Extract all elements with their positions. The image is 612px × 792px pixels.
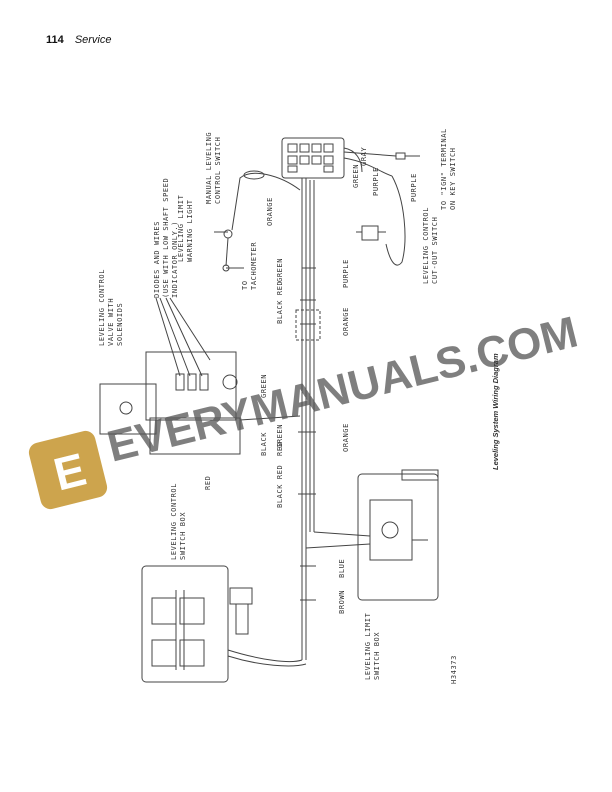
wire-label-purple: PURPLE	[342, 259, 350, 288]
section-title: Service	[74, 34, 112, 46]
leveling-limit-switch-box	[305, 469, 439, 601]
wire-label-green: GREEN	[352, 164, 360, 188]
figure-caption: Leveling System Wiring Diagram	[491, 353, 500, 470]
wire-label-red: RED	[276, 442, 284, 456]
wire-label-black-red: BLACK RED	[276, 465, 284, 508]
wire-color-labels: GRAY GREEN PURPLE PURPLE ORANGE GREEN PU…	[204, 147, 418, 614]
cutout-switch	[356, 225, 386, 241]
wire-label-orange: ORANGE	[266, 197, 274, 226]
svg-text:TO TACHOMETER: TO TACHOMETER	[241, 242, 258, 290]
svg-text:LEVELING LIMIT WARNING L: LEVELING LIMIT WARNING LIGHT	[177, 190, 194, 262]
svg-text:MANUAL LEVELING CONTROL: MANUAL LEVELING CONTROL SWITCH	[205, 127, 222, 204]
wire-label-orange: ORANGE	[342, 307, 350, 336]
svg-text:TO "IGN" TERMINAL ON KEY: TO "IGN" TERMINAL ON KEY SWITCH	[440, 123, 457, 210]
wire-label-purple: PURPLE	[372, 167, 380, 196]
component-labels: MANUAL LEVELING CONTROL SWITCH TO "IGN" …	[98, 123, 457, 680]
wire-label-purple: PURPLE	[410, 173, 418, 202]
wire-label-blue: BLUE	[338, 559, 346, 578]
wire-label-red: RED	[204, 476, 212, 490]
manual-leveling-switch	[281, 137, 393, 179]
wire-label-gray: GRAY	[360, 147, 368, 166]
page-header: 114 Service	[46, 34, 112, 46]
svg-text:LEVELING CONTROL VALVE W: LEVELING CONTROL VALVE WITH SOLENOIDS	[98, 264, 124, 346]
wire-label-brown: BROWN	[338, 590, 346, 614]
svg-text:LEVELING CONTROL CUT-OUT: LEVELING CONTROL CUT-OUT SWITCH	[422, 202, 439, 284]
watermark-logo-icon	[28, 430, 108, 510]
figure-code: H34373	[450, 655, 458, 684]
wire-label-green: GREEN	[276, 424, 284, 448]
wire-label-black: BLACK	[260, 432, 268, 456]
svg-text:LEVELING LIMIT SWITCH BO: LEVELING LIMIT SWITCH BOX	[364, 608, 381, 680]
wire-label-black-red: BLACK RED	[276, 281, 284, 324]
wire-label-green: GREEN	[276, 258, 284, 282]
svg-text:LEVELING CONTROL SWITCH: LEVELING CONTROL SWITCH BOX	[170, 478, 187, 560]
wire-label-orange: ORANGE	[342, 423, 350, 452]
wire-label-green: GREEN	[260, 374, 268, 398]
page-number: 114	[46, 34, 64, 46]
svg-text:DIODES AND WIRES (USE WI: DIODES AND WIRES (USE WITH LOW SHAFT SPE…	[153, 173, 179, 298]
leveling-control-switch-box	[141, 565, 307, 683]
leveling-control-valve	[99, 351, 301, 455]
